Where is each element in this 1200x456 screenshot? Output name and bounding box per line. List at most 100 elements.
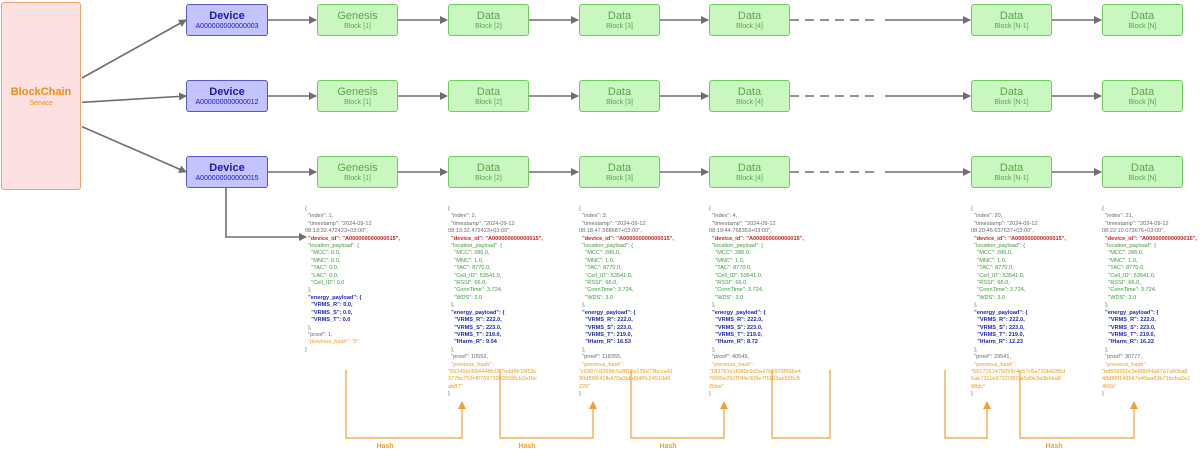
json-energy-value: "VRMS_T": 219.0, (585, 331, 633, 338)
json-location-key: "location_payload": { (974, 243, 1026, 250)
json-close-brace: } (971, 391, 973, 398)
block-node-r3-1-title: Genesis (337, 161, 378, 174)
json-energy-key: "energy_payload": { (974, 309, 1028, 316)
block-node-r1-6-subtitle: Block [N] (1128, 22, 1157, 30)
json-index: "index": 2, (451, 213, 477, 220)
blockchain-service: BlockChain Service (1, 2, 81, 190)
json-device-id: "device_id": "A000000000000015", (582, 235, 674, 242)
block-node-r3-2-title: Data (476, 161, 501, 174)
json-location-value: "TAC": 8770.0, (715, 265, 752, 272)
json-device-id: "device_id": "A000000000000015", (974, 235, 1066, 242)
json-open-brace: { (448, 206, 450, 212)
block-node-r1-6-title: Data (1130, 9, 1155, 22)
json-close-brace: } (448, 391, 450, 398)
json-previous-hash: "previous_hash": "0" (308, 339, 359, 346)
block-node-r2-4-subtitle: Block [4] (736, 98, 763, 106)
json-location-value: "RSSI": 66.0, (454, 280, 487, 287)
json-open-brace: { (305, 206, 307, 212)
json-timestamp: "timestamp": "2024-09-12 08:20:46.637637… (971, 220, 1038, 235)
block-node-r3-3-title: Data (607, 161, 632, 174)
json-energy-value: "VRMS_T": 219.0, (1108, 331, 1156, 338)
json-location-value: "ConnTime": 3.724, (585, 287, 634, 294)
json-location-value: "Cell_ID": 53541.0, (1108, 272, 1156, 279)
block-node-r3-6-subtitle: Block [N] (1128, 174, 1157, 182)
block-json-detail: { "index": 20, "timestamp": "2024-09-12 … (971, 206, 1066, 399)
json-location-value: "RSSI": 66.0, (585, 280, 618, 287)
json-close-inner: }, (974, 302, 978, 309)
json-energy-value: "IHarm_R": 16.53 (585, 339, 631, 346)
block-node-r2-1-title: Genesis (337, 85, 378, 98)
json-energy-value: "VRMS_T": 219.0, (454, 331, 502, 338)
block-node-r1-3-subtitle: Block [3] (606, 22, 633, 30)
block-node-r1-4-subtitle: Block [4] (736, 22, 763, 30)
json-energy-value: "VRMS_R": 222.0, (454, 317, 502, 324)
json-device-id: "device_id": "A000000000000015", (451, 235, 543, 242)
json-location-value: "Cell_ID": 53541.0, (454, 272, 502, 279)
json-location-value: "ConnTime": 3.724, (977, 287, 1026, 294)
json-location-value: "TAC": 8770.0, (977, 265, 1014, 272)
json-proof: "proof": 29541, (974, 354, 1012, 361)
json-location-value: "Cell_ID": 53541.0, (977, 272, 1025, 279)
json-energy-value: "IHarm_R": 9.04 (454, 339, 497, 346)
json-location-value: "RSSI": 66.0, (977, 280, 1010, 287)
json-proof: "proof": 118355, (582, 354, 622, 361)
json-timestamp: "timestamp": "2024-09-12 08:19:44.768353… (709, 220, 776, 235)
json-previous-hash: "previous_hash": "5617151475099c4c57c6a7… (971, 361, 1066, 390)
json-location-value: "MCC": 286.0, (715, 250, 751, 257)
json-energy-value: "VRMS_S": 223.0, (585, 324, 633, 331)
block-node-r2-3-title: Data (607, 85, 632, 98)
json-close-inner: }, (451, 346, 455, 353)
json-location-value: "WDS": 3.0 (977, 294, 1006, 301)
block-json-detail: { "index": 3, "timestamp": "2024-09-12 0… (579, 206, 674, 399)
block-node-r1-4-title: Data (737, 9, 762, 22)
json-index: "index": 21, (1105, 213, 1134, 220)
json-proof: "proof": 10552, (451, 354, 489, 361)
device-node-A000000000000003-title: Device (209, 9, 245, 22)
block-node-r3-4-subtitle: Block [4] (736, 174, 763, 182)
json-location-value: "TAC": 0.0, (311, 265, 339, 272)
json-close-inner: }, (974, 346, 978, 353)
json-energy-value: "VRMS_S": 223.0, (1108, 324, 1156, 331)
block-node-r2-6-subtitle: Block [N] (1128, 98, 1157, 106)
json-open-brace: { (579, 206, 581, 212)
json-close-inner: }, (712, 346, 716, 353)
json-energy-value: "IHarm_R": 8.72 (715, 339, 758, 346)
json-close-brace: } (579, 391, 581, 398)
block-json-detail: { "index": 2, "timestamp": "2024-09-12 0… (448, 206, 543, 399)
json-close-inner: }, (308, 324, 312, 331)
json-open-brace: { (971, 206, 973, 212)
json-energy-value: "VRMS_S": 223.0, (977, 324, 1025, 331)
json-previous-hash: "previous_hash": "bd55996bc9e80b84a97a7a… (1102, 361, 1191, 390)
device-node-A000000000000012-title: Device (209, 85, 245, 98)
block-node-r1-5-subtitle: Block [N-1] (994, 22, 1029, 30)
hash-connector (630, 370, 728, 439)
json-location-value: "TAC": 8770.0, (1108, 265, 1145, 272)
json-close-inner: }, (451, 302, 455, 309)
json-location-value: "LAC": 0.0, (311, 272, 339, 279)
json-energy-value: "VRMS_R": 222.0, (977, 317, 1025, 324)
json-location-value: "Cell_ID": 0.0 (311, 280, 345, 287)
json-location-value: "ConnTime": 3.724, (715, 287, 764, 294)
json-location-value: "TAC": 8770.0, (454, 265, 491, 272)
device-node-A000000000000015-title: Device (209, 161, 245, 174)
service-to-device-arrow (81, 19, 187, 79)
json-proof: "proof": 30777, (1105, 354, 1143, 361)
block-node-r2-5-title: Data (999, 85, 1024, 98)
json-energy-value: "VRMS_T": 219.0, (977, 331, 1025, 338)
json-location-value: "MCC": 286.0, (1108, 250, 1144, 257)
block-node-r2-1-subtitle: Block [1] (344, 98, 371, 106)
json-energy-value: "VRMS_R": 222.0, (585, 317, 633, 324)
